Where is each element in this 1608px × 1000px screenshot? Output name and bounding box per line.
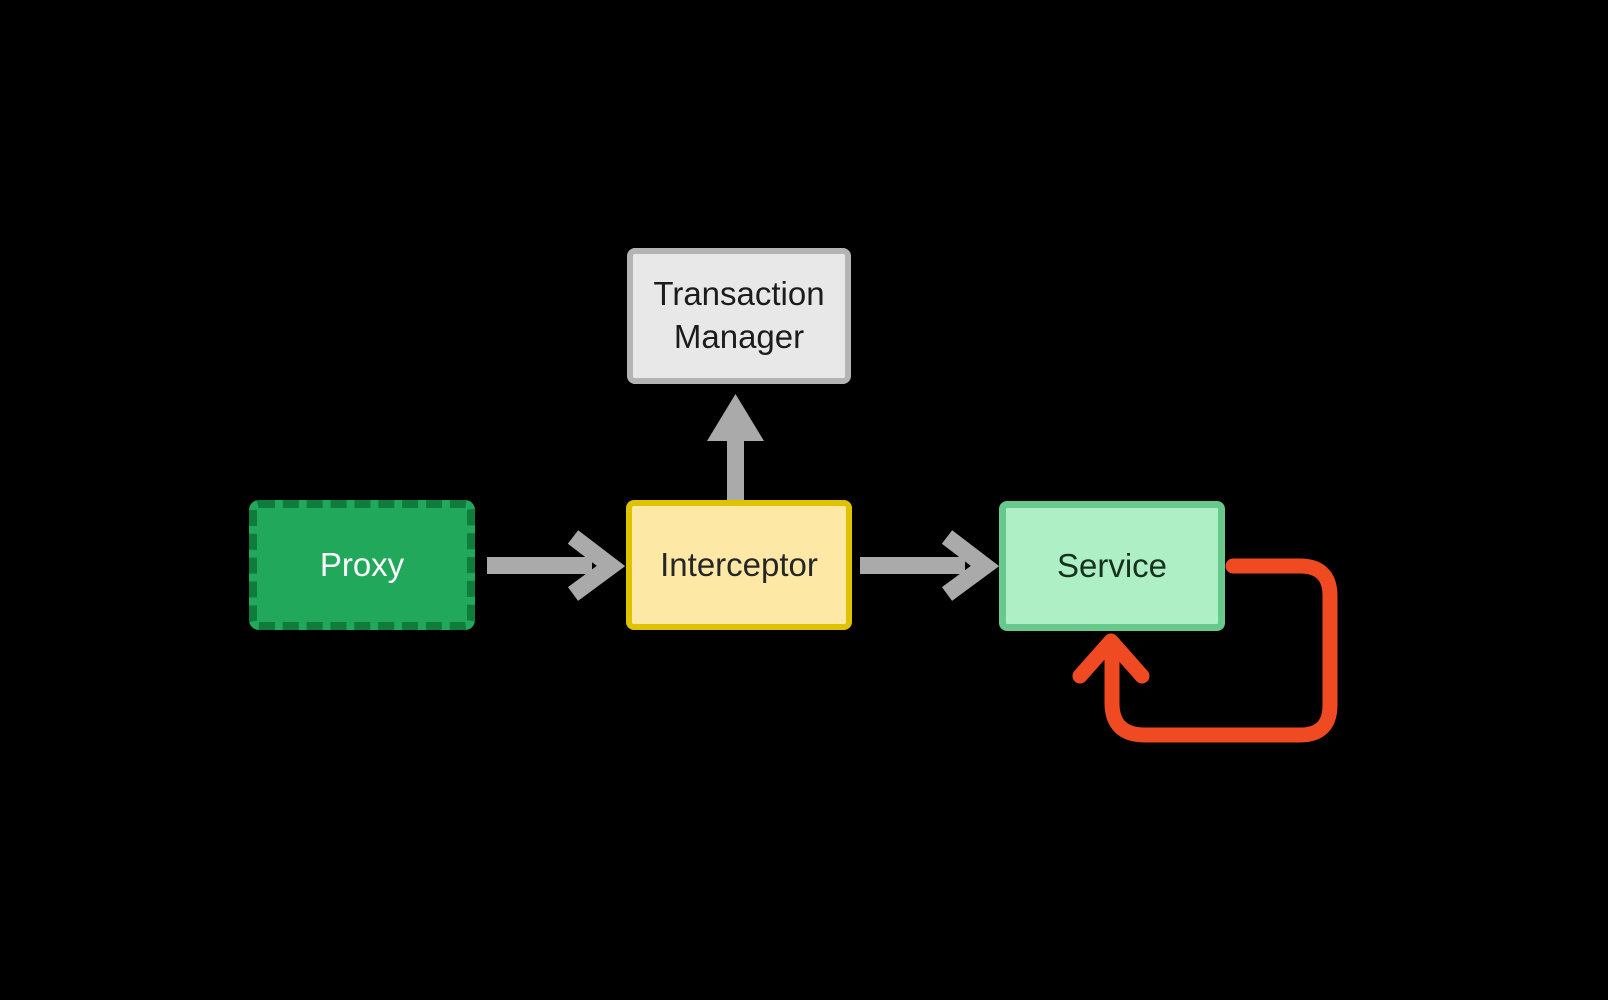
node-proxy-label: Proxy [319, 545, 405, 583]
node-service[interactable]: Service [999, 501, 1225, 631]
node-interceptor[interactable]: Interceptor [626, 500, 852, 630]
node-interceptor-label: Interceptor [660, 545, 818, 583]
edge-interceptor-to-service [860, 530, 1000, 601]
node-service-label: Service [1056, 546, 1168, 584]
edge-proxy-to-interceptor [487, 530, 626, 601]
node-transaction-manager-label: Transaction Manager [653, 275, 825, 355]
node-transaction-manager[interactable]: Transaction Manager [627, 248, 851, 384]
node-proxy[interactable]: Proxy [249, 500, 475, 630]
edge-interceptor-to-transaction-manager [707, 394, 764, 502]
